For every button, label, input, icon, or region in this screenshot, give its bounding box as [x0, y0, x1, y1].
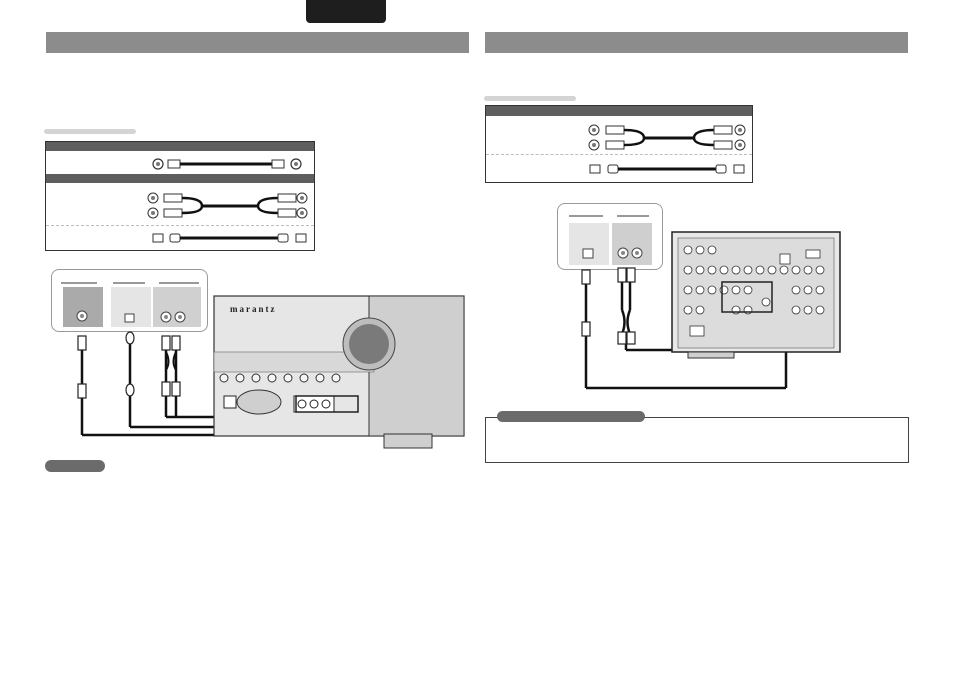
table-row-separator — [486, 154, 752, 155]
table-header-video — [46, 142, 314, 151]
volume-knob-icon — [349, 324, 389, 364]
front-buttons — [219, 373, 341, 383]
right-cable-label — [484, 96, 576, 101]
note-box — [485, 417, 909, 463]
receiver-brand: marantz — [230, 304, 277, 314]
left-section-heading-bar — [46, 32, 469, 53]
right-cable-illustrations — [588, 124, 746, 174]
rear-jacks — [683, 245, 825, 337]
left-cable-label — [44, 129, 136, 134]
right-source-terminals — [569, 215, 652, 265]
cable-plugs — [77, 331, 181, 399]
table-header-audio — [486, 106, 752, 116]
note-heading-badge — [497, 411, 645, 422]
video-cable — [152, 158, 302, 170]
left-source-terminals — [61, 282, 201, 327]
table-row-separator — [46, 225, 314, 226]
receiver-rear-panel — [581, 231, 841, 390]
language-tab — [306, 0, 386, 23]
rear-cable-plugs — [581, 267, 636, 345]
left-cable-table — [45, 141, 315, 251]
optical-cable — [152, 233, 307, 243]
cable-illustrations — [147, 158, 308, 243]
analog-audio-cable — [147, 192, 308, 219]
optical-cable — [589, 164, 745, 174]
table-header-audio — [46, 174, 314, 183]
right-section-heading-bar — [485, 32, 908, 53]
receiver-front-panel: marantz — [77, 295, 465, 449]
right-cable-table — [485, 105, 753, 183]
left-badge — [45, 460, 105, 472]
analog-audio-cable — [588, 124, 746, 151]
